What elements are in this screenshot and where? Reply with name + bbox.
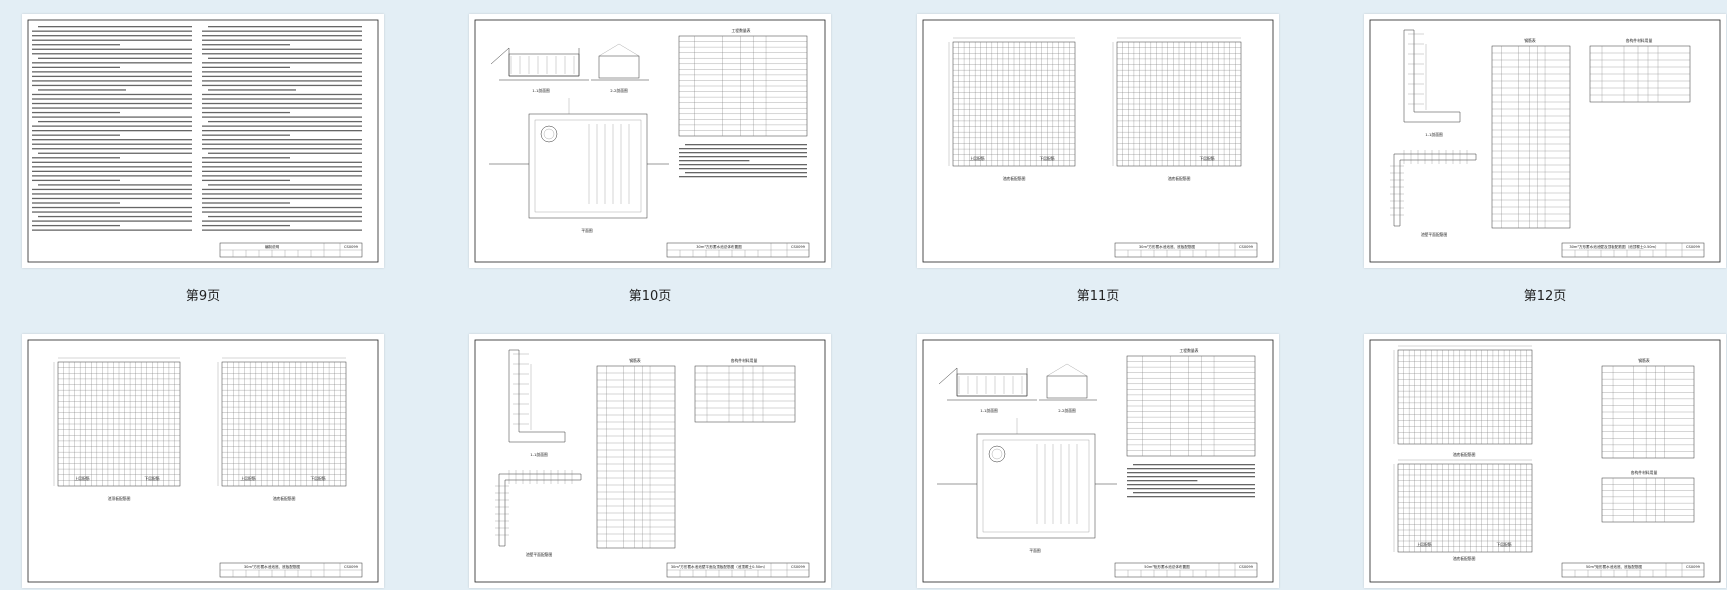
section-2-2-label: 2-2剖面图 (610, 88, 628, 93)
page-number-label: 第9页 (185, 289, 221, 304)
upper-rebar-label: 上层配筋 (74, 476, 89, 481)
drawing-number: CS0099 (1686, 565, 1701, 569)
drawing-title: 30m³方形蓄水池总体布置图 (696, 244, 742, 249)
page-thumbnail[interactable]: 1-1剖面图 2-2剖面图平面图 工程数量表 30m³方形蓄水池总体布置图 CS0099 (469, 14, 831, 268)
drawing-title: 30m³方形蓄水池池壁平面及顶板配筋图（池顶覆土0.50m） (671, 564, 767, 569)
sheet-border (27, 339, 379, 583)
lower-rebar-label: 下层配筋 (1039, 156, 1054, 161)
page-thumbnail[interactable]: 上层配筋 下层配筋 上层配筋 下层配筋池顶板配筋图 池底板配筋图 30m³方形蓄水池池底、… (22, 334, 384, 588)
drawing-number: CS0099 (1239, 245, 1254, 249)
rebar-table-title: 钢筋表 (1638, 358, 1650, 363)
slab-rebar-view-label: 池底板配筋图 (1003, 176, 1026, 181)
plan-view-label: 平面图 (1029, 548, 1041, 553)
section-1-1-label: 1-1剖面图 (1425, 132, 1443, 137)
slab-rebar-view-label: 池底板配筋图 (1168, 176, 1191, 181)
drawing-number: CS0099 (344, 565, 359, 569)
drawing-sheet: 池底板配筋图上层配筋下层配筋池底板配筋图钢筋表各构件材料用量50m³矩形蓄水池池… (1364, 334, 1726, 588)
rebar-table-title: 钢筋表 (629, 358, 641, 363)
wall-plan-rebar-label: 池壁平面配筋图 (1421, 232, 1448, 237)
upper-rebar-label: 上层配筋 (240, 476, 255, 481)
drawing-number: CS0099 (1239, 565, 1254, 569)
drawing-title: 30m³方形蓄水池池壁及顶板配筋图（池顶覆土0.50m） (1569, 244, 1658, 249)
sheet-border (922, 339, 1274, 583)
page-thumbnail[interactable]: 1-1剖面图池壁平面配筋图 钢筋表 各构件材料用量 30m³方形蓄水池池壁及顶板配筋图… (1364, 14, 1726, 268)
sheet-content: 池底板配筋图上层配筋下层配筋池底板配筋图钢筋表各构件材料用量50m³矩形蓄水池池… (1393, 345, 1705, 578)
drawing-title: 30m³方形蓄水池池底、底板配筋图 (1139, 244, 1196, 249)
page-number-label: 第11页 (1076, 289, 1120, 304)
material-table-title: 各构件材料用量 (1626, 38, 1653, 43)
sheet-border (922, 19, 1274, 263)
top-slab-rebar-label: 池底板配筋图 (1453, 452, 1476, 457)
drawing-number: CS0099 (791, 245, 806, 249)
sheet-border (27, 19, 379, 263)
quantity-table-title: 工程数量表 (732, 28, 751, 33)
lower-rebar-label: 下层配筋 (310, 476, 325, 481)
page-thumbnail[interactable]: 编制说明 CS0099 (22, 14, 384, 268)
drawing-number: CS0099 (791, 565, 806, 569)
lower-rebar-label: 下层配筋 (1496, 542, 1511, 547)
material-table-title: 各构件材料用量 (731, 358, 758, 363)
sheet-border (1369, 339, 1721, 583)
section-2-2-label: 2-2剖面图 (1058, 408, 1076, 413)
drawing-sheet: 编制说明 CS0099 (22, 14, 384, 268)
upper-rebar-label: 上层配筋 (1416, 542, 1431, 547)
lower-rebar-label: 下层配筋 (1199, 156, 1214, 161)
section-1-1-label: 1-1剖面图 (980, 408, 998, 413)
page-number-label: 第10页 (628, 289, 672, 304)
page-number-label: 第12页 (1523, 289, 1567, 304)
drawing-number: CS0099 (344, 245, 359, 249)
section-1-1-label: 1-1剖面图 (532, 88, 550, 93)
material-table-title: 各构件材料用量 (1631, 470, 1658, 475)
sheet-border (474, 339, 826, 583)
page-thumbnail[interactable]: 1-1剖面图池壁平面配筋图 钢筋表 各构件材料用量 30m³方形蓄水池池壁平面及顶板配… (469, 334, 831, 588)
drawing-title: 50m³矩形蓄水池池底、底板配筋图 (1586, 564, 1643, 569)
sheet-border (1369, 19, 1721, 263)
drawing-title: 50m³矩形蓄水池总体布置图 (1144, 564, 1190, 569)
drawing-title: 30m³方形蓄水池池底、底板配筋图 (244, 564, 301, 569)
page-thumbnail[interactable]: 上层配筋 下层配筋 下层配筋池底板配筋图 池底板配筋图 30m³方形蓄水池池底、底板配筋… (917, 14, 1279, 268)
plan-view-label: 平面图 (581, 228, 593, 233)
lower-rebar-label: 下层配筋 (144, 476, 159, 481)
drawing-title: 编制说明 (265, 244, 280, 249)
slab-rebar-view-label: 池底板配筋图 (273, 496, 296, 501)
quantity-table-title: 工程数量表 (1180, 348, 1199, 353)
bottom-slab-rebar-label: 池底板配筋图 (1453, 556, 1476, 561)
upper-rebar-label: 上层配筋 (969, 156, 984, 161)
sheet-content: 编制说明 CS0099 (32, 26, 363, 258)
section-1-1-label: 1-1剖面图 (530, 452, 548, 457)
slab-rebar-view-label: 池顶板配筋图 (108, 496, 131, 501)
page-thumbnail[interactable]: 1-1剖面图 2-2剖面图平面图 工程数量表 50m³矩形蓄水池总体布置图 CS0099 (917, 334, 1279, 588)
sheet-border (474, 19, 826, 263)
wall-plan-rebar-label: 池壁平面配筋图 (526, 552, 553, 557)
rebar-table-title: 钢筋表 (1524, 38, 1536, 43)
drawing-number: CS0099 (1686, 245, 1701, 249)
